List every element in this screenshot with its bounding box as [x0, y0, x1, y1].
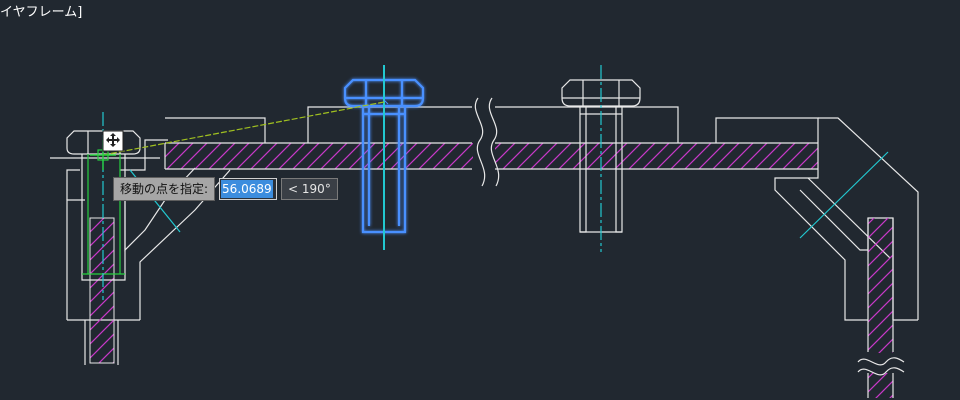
right-vertical-plate	[857, 218, 905, 398]
prompt-label: 移動の点を指定:	[113, 177, 216, 201]
move-crosshair-icon	[90, 130, 124, 170]
angle-input[interactable]: < 190°	[281, 178, 338, 200]
dynamic-input-prompt: 移動の点を指定: 56.0689 < 190°	[113, 177, 338, 201]
center-block-outline	[307, 106, 679, 143]
right-corner-centerline	[799, 151, 889, 239]
bolt-center-grips[interactable]	[383, 99, 389, 105]
distance-value[interactable]: 56.0689	[221, 180, 273, 198]
distance-input[interactable]: 56.0689	[219, 178, 278, 200]
left-vertical-plate	[89, 217, 115, 364]
viewport-label: イヤフレーム]	[0, 5, 83, 20]
break-line-symbol	[473, 96, 500, 190]
